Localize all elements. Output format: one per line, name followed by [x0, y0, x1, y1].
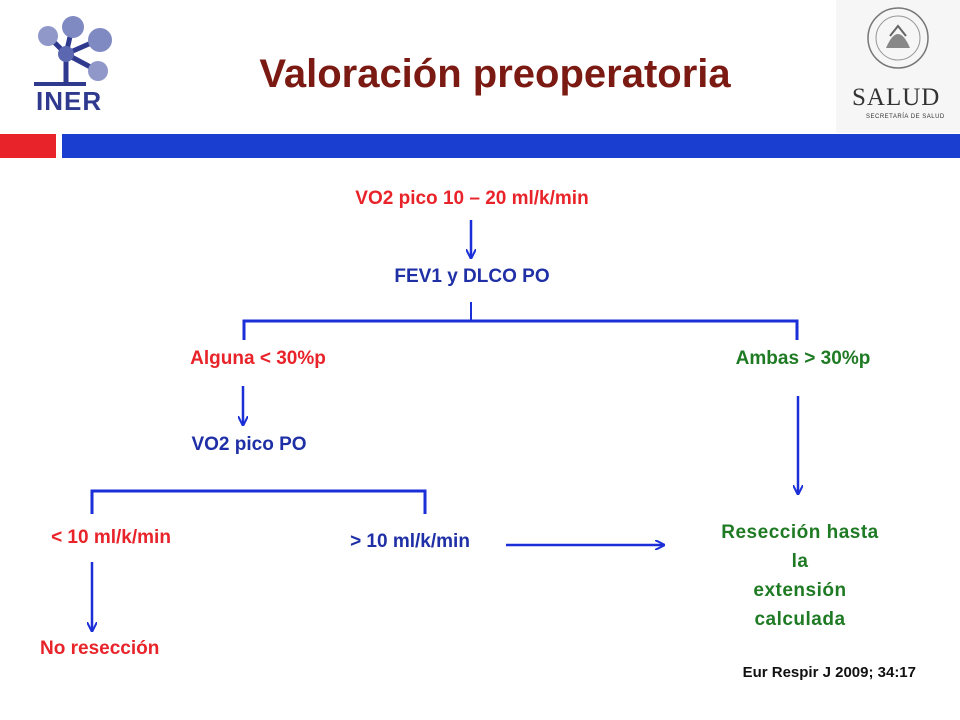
node-alguna: Alguna < 30%p	[190, 348, 326, 369]
salud-logo-subtext: SECRETARÍA DE SALUD	[866, 114, 945, 120]
node-reseccion-line2: extensión calculada	[753, 580, 847, 630]
node-vo2-range: VO2 pico 10 – 20 ml/k/min	[355, 188, 589, 209]
node-ambas: Ambas > 30%p	[735, 348, 871, 369]
salud-logo	[836, 0, 960, 133]
title-bar-blue	[62, 134, 960, 158]
node-no-reseccion: No resección	[40, 638, 160, 659]
bracket-bottom	[90, 489, 427, 514]
node-gt10: > 10 ml/k/min	[350, 531, 470, 552]
title-bar-red	[0, 134, 56, 158]
iner-logo	[26, 14, 122, 118]
coat-of-arms-icon	[867, 7, 929, 69]
iner-logo-text: INER	[36, 86, 103, 116]
citation: Eur Respir J 2009; 34:17	[742, 664, 916, 681]
page-title: Valoración preoperatoria	[259, 52, 731, 96]
node-lt10: < 10 ml/k/min	[51, 527, 171, 548]
salud-logo-text: SALUD	[852, 84, 941, 111]
iner-molecule-icon	[34, 16, 112, 86]
node-reseccion: Resección hasta la extensión calculada	[720, 518, 880, 634]
node-reseccion-line1: Resección hasta la	[721, 522, 879, 572]
node-fev1-dlco: FEV1 y DLCO PO	[394, 266, 550, 287]
node-vo2-po: VO2 pico PO	[191, 434, 307, 455]
bracket-top	[242, 319, 799, 340]
